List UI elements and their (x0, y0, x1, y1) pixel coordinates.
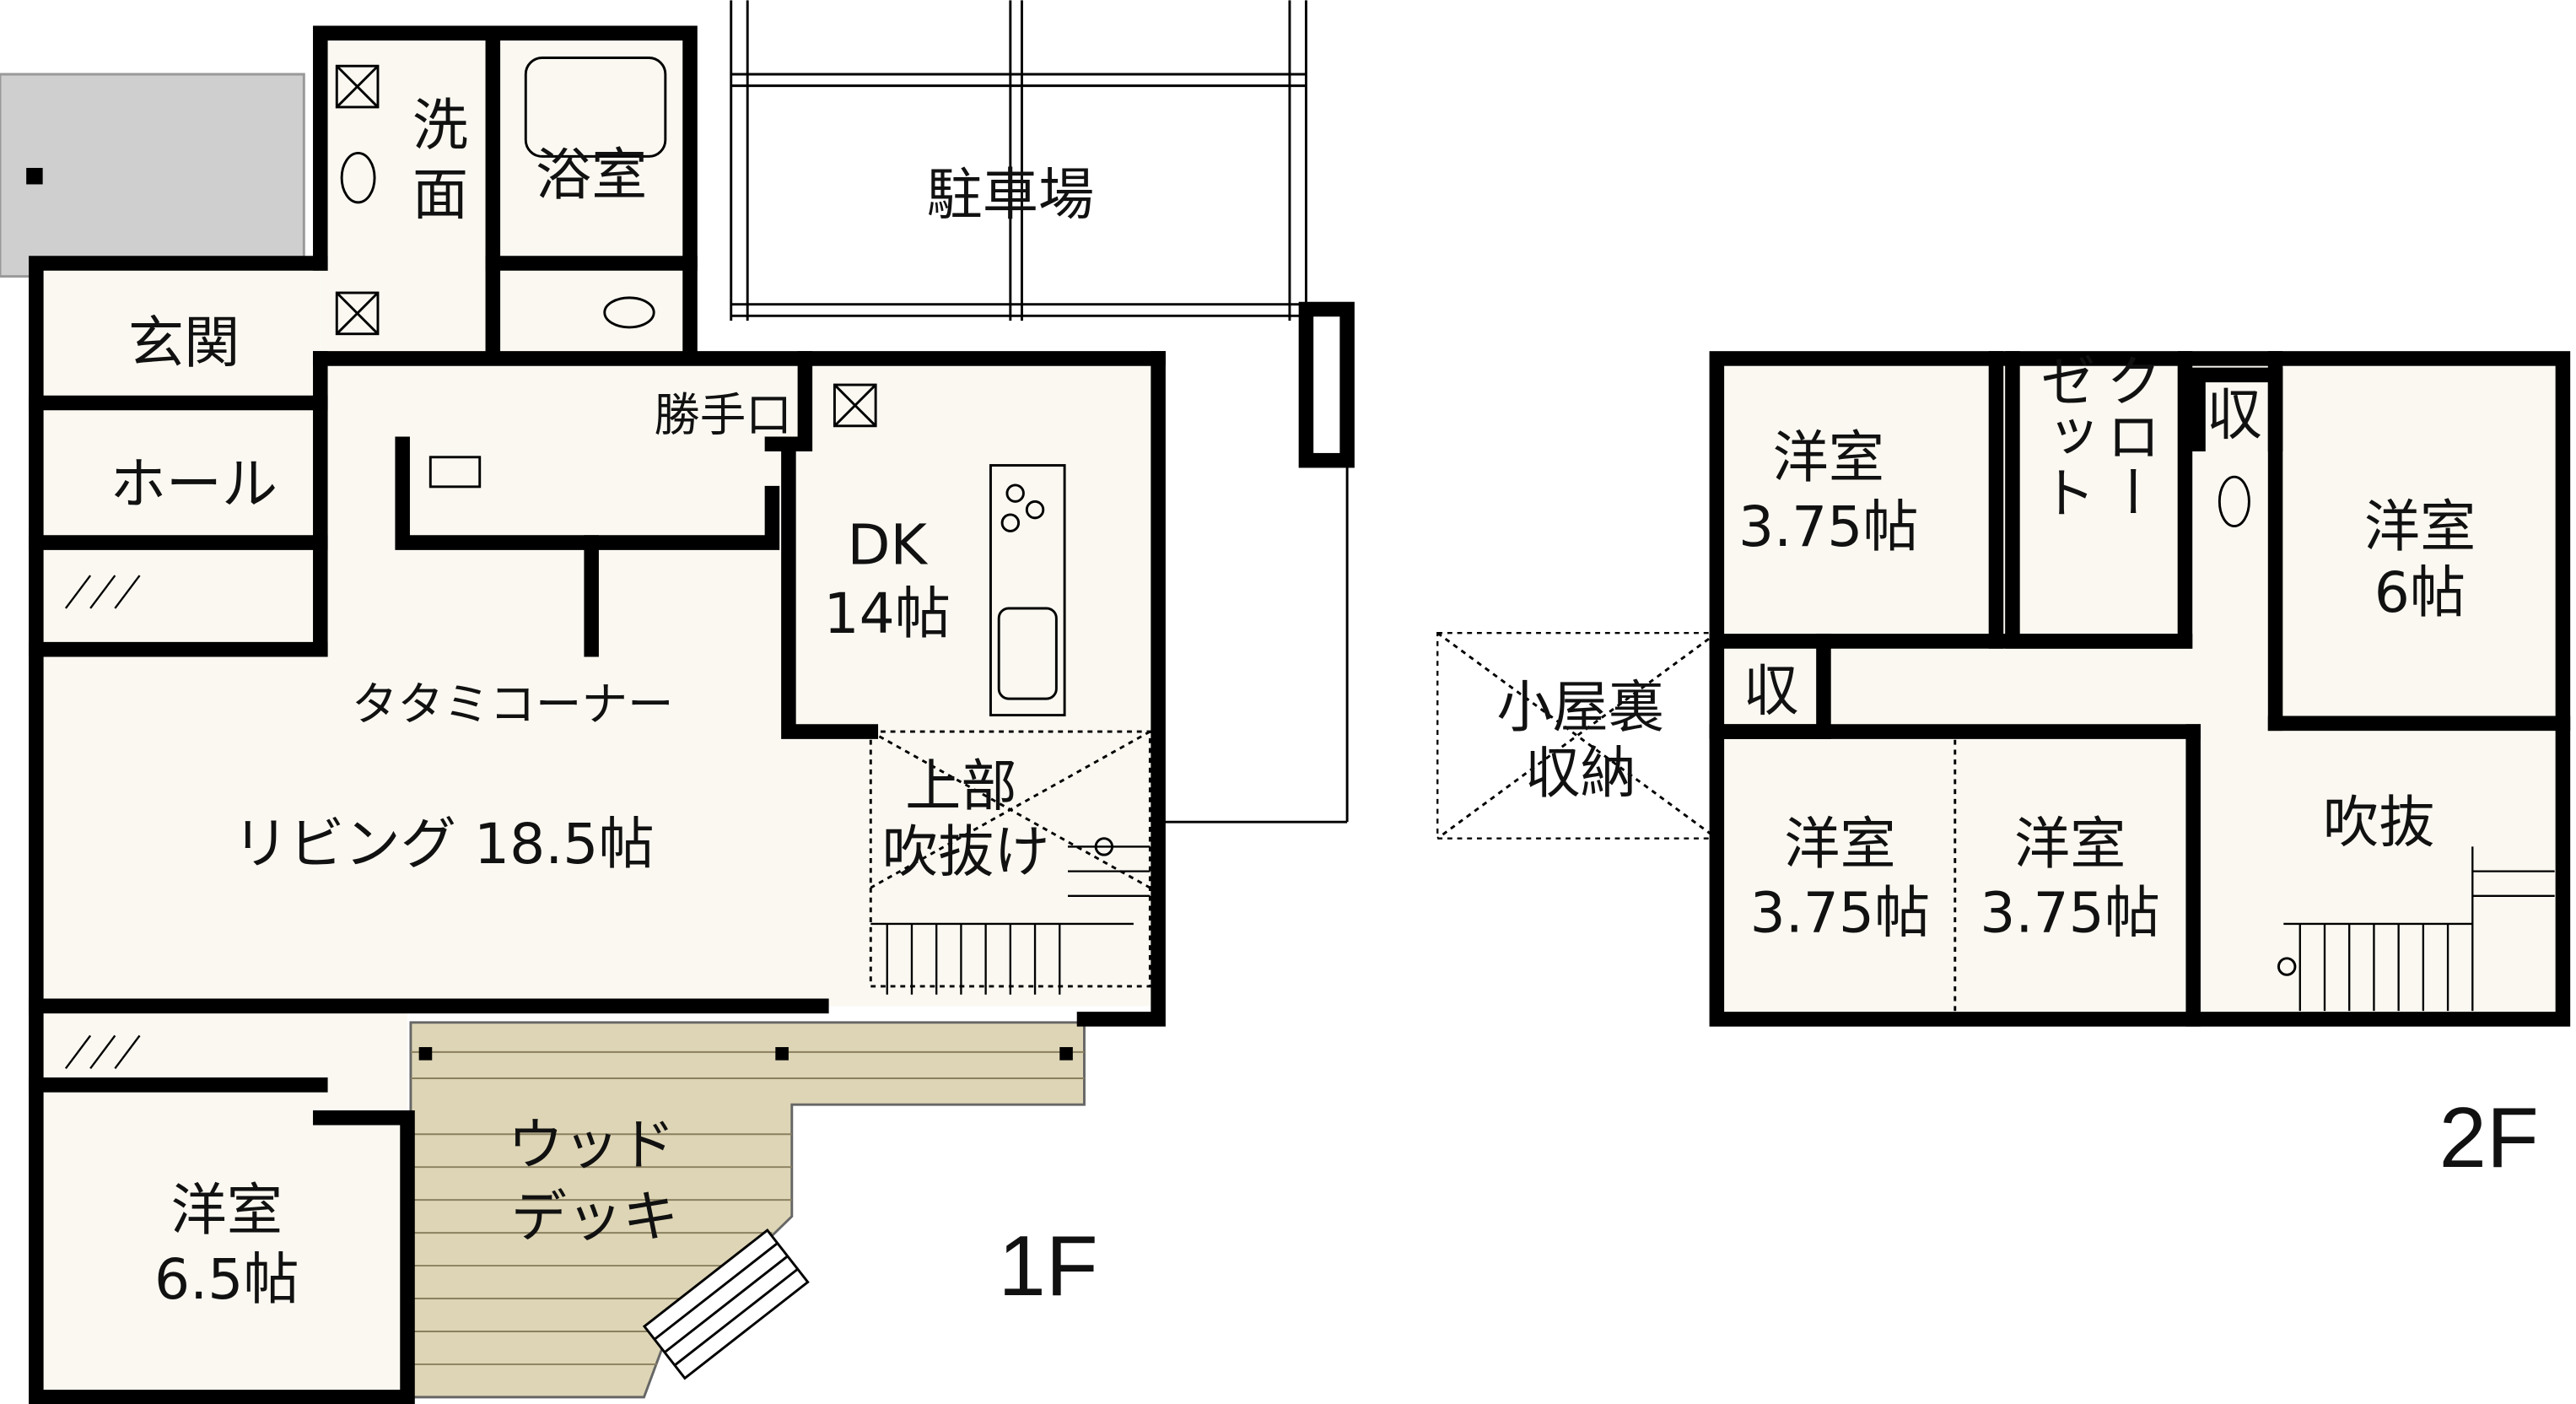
label-washroom-2: 面 (412, 163, 468, 228)
label-void: 吹抜 (2323, 791, 2434, 856)
label-room-nw-2: 3.75帖 (1738, 494, 1919, 559)
label-room-ne-2: 6帖 (2374, 560, 2466, 625)
first-floor-rooms (35, 33, 1159, 1399)
label-hall: ホール (110, 451, 278, 516)
label-void-2: 吹抜け (882, 820, 1050, 885)
kitchen-counter (989, 464, 1066, 717)
label-storage-a: 収 (2207, 383, 2262, 448)
second-floor-labels: 洋室 3.75帖 クロー ゼット 収 洋室 6帖 小屋裏 収納 収 洋室 3.7… (1496, 352, 2539, 1185)
parking-grid (730, 0, 1355, 824)
label-attic-2: 収納 (1524, 741, 1636, 806)
label-room-s-1: 洋室 (2014, 812, 2126, 877)
label-back-door: 勝手口 (654, 388, 792, 442)
label-bath: 浴室 (536, 143, 647, 208)
label-room-nw-1: 洋室 (1773, 425, 1884, 490)
exterior-porch (0, 73, 305, 278)
label-parking: 駐車場 (927, 163, 1095, 228)
label-tatami: タタミコーナー (352, 677, 674, 731)
label-dk-1: DK (848, 512, 929, 577)
label-1f: 1F (999, 1218, 1098, 1314)
label-room-ne-1: 洋室 (2364, 494, 2476, 559)
label-entrance: 玄関 (128, 310, 240, 375)
porch-marker (26, 167, 43, 185)
label-dk-2: 14帖 (824, 581, 951, 646)
label-bedroom-1: 洋室 (171, 1178, 283, 1243)
label-storage-b: 収 (1743, 659, 1799, 724)
first-floor-walls (29, 25, 1166, 1404)
label-washroom-1: 洗 (412, 94, 468, 159)
wood-deck (409, 1021, 1086, 1399)
fixtures (64, 57, 1151, 1070)
label-room-sw-2: 3.75帖 (1750, 881, 1931, 946)
second-floor (1436, 351, 2571, 1027)
label-void-1: 上部 (905, 754, 1016, 819)
label-attic-1: 小屋裏 (1496, 675, 1664, 740)
label-living: リビング 18.5帖 (233, 812, 655, 877)
label-room-sw-1: 洋室 (1784, 812, 1895, 877)
label-closet-1: クロー (2097, 352, 2162, 520)
first-floor-labels: 洗 面 浴室 駐車場 玄関 ホール 勝手口 DK 14帖 タタミコーナー リビン… (110, 94, 1097, 1314)
label-deck-1: ウッド (508, 1112, 676, 1177)
label-room-s-2: 3.75帖 (1980, 881, 2160, 946)
label-bedroom-2: 6.5帖 (154, 1247, 299, 1312)
label-2f: 2F (2439, 1090, 2539, 1185)
label-deck-2: デッキ (511, 1185, 679, 1250)
label-closet-2: ゼット (2031, 352, 2096, 520)
